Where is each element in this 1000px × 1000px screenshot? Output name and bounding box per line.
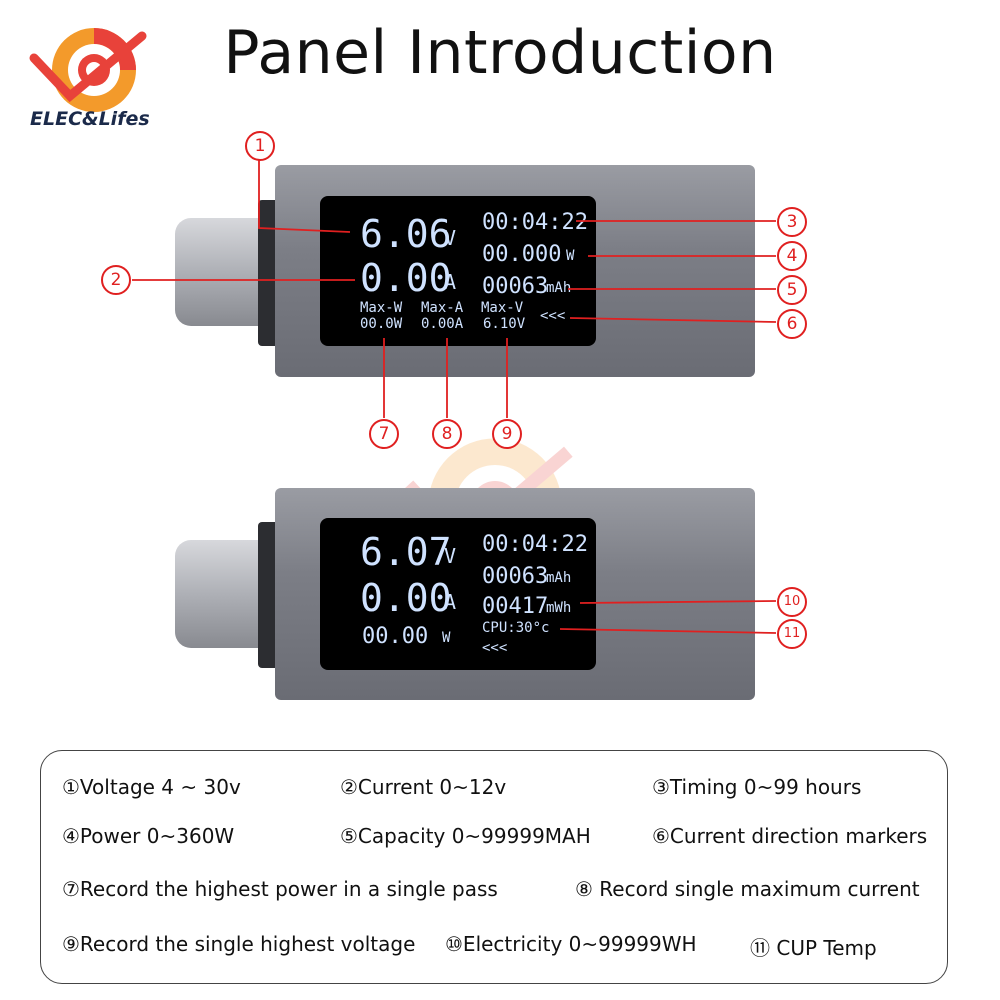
voltage-reading-2: 6.07 [360, 530, 452, 574]
voltage-reading: 6.06 [360, 212, 452, 256]
spec-legend [40, 750, 948, 984]
max-a-label: Max-A [421, 300, 464, 316]
timer-reading: 00:04:22 [482, 210, 588, 235]
lcd-screen-bottom [320, 518, 596, 670]
brand-name: ELEC&Lifes [30, 108, 150, 130]
voltage-unit: V [444, 226, 457, 250]
current-reading-2: 0.00 [360, 576, 452, 620]
legend-timing: ③Timing 0~99 hours [652, 775, 862, 799]
callout-10: 10 [777, 587, 807, 617]
callout-11: 11 [777, 619, 807, 649]
max-w-value: 00.0W [360, 316, 403, 332]
power-unit-2: W [442, 630, 451, 646]
brand-logo-icon [29, 28, 147, 112]
callout-8: 8 [432, 419, 462, 449]
legend-highest-power: ⑦Record the highest power in a single pa… [62, 877, 498, 901]
capacity-unit: mAh [546, 280, 572, 296]
current-reading: 0.00 [360, 256, 452, 300]
callout-9: 9 [492, 419, 522, 449]
legend-direction: ⑥Current direction markers [652, 824, 928, 848]
legend-voltage: ①Voltage 4 ~ 30v [62, 775, 241, 799]
callout-6: 6 [777, 309, 807, 339]
legend-power: ④Power 0~360W [62, 824, 235, 848]
max-v-value: 6.10V [483, 316, 526, 332]
callout-5: 5 [777, 275, 807, 305]
legend-capacity: ⑤Capacity 0~99999MAH [340, 824, 591, 848]
legend-highest-voltage: ⑨Record the single highest voltage [62, 932, 416, 956]
legend-electricity: ⑩Electricity 0~99999WH [445, 932, 697, 956]
legend-max-current: ⑧ Record single maximum current [575, 877, 920, 901]
callout-1: 1 [245, 131, 275, 161]
power-reading: 00.000 [482, 242, 562, 267]
max-v-label: Max-V [481, 300, 524, 316]
callout-7: 7 [369, 419, 399, 449]
capacity-reading-2: 00063 [482, 564, 549, 589]
direction-marker-2: <<< [482, 640, 508, 656]
callout-4: 4 [777, 241, 807, 271]
cpu-temp-reading: CPU:30°c [482, 620, 550, 636]
max-a-value: 0.00A [421, 316, 464, 332]
page-title: Panel Introduction [223, 18, 777, 88]
energy-reading: 00417 [482, 594, 549, 619]
legend-cup-temp: ⑪ CUP Temp [750, 936, 877, 960]
power-reading-2: 00.00 [362, 624, 429, 649]
power-unit: W [566, 248, 575, 264]
max-w-label: Max-W [360, 300, 403, 316]
energy-unit: mWh [546, 600, 572, 616]
callout-2: 2 [101, 265, 131, 295]
capacity-unit-2: mAh [546, 570, 572, 586]
callout-3: 3 [777, 207, 807, 237]
lcd-screen-top [320, 196, 596, 346]
timer-reading-2: 00:04:22 [482, 532, 588, 557]
current-unit: A [444, 270, 457, 294]
legend-current: ②Current 0~12v [340, 775, 507, 799]
current-unit-2: A [444, 590, 457, 614]
capacity-reading: 00063 [482, 274, 549, 299]
direction-marker: <<< [540, 308, 566, 324]
voltage-unit-2: V [444, 544, 457, 568]
